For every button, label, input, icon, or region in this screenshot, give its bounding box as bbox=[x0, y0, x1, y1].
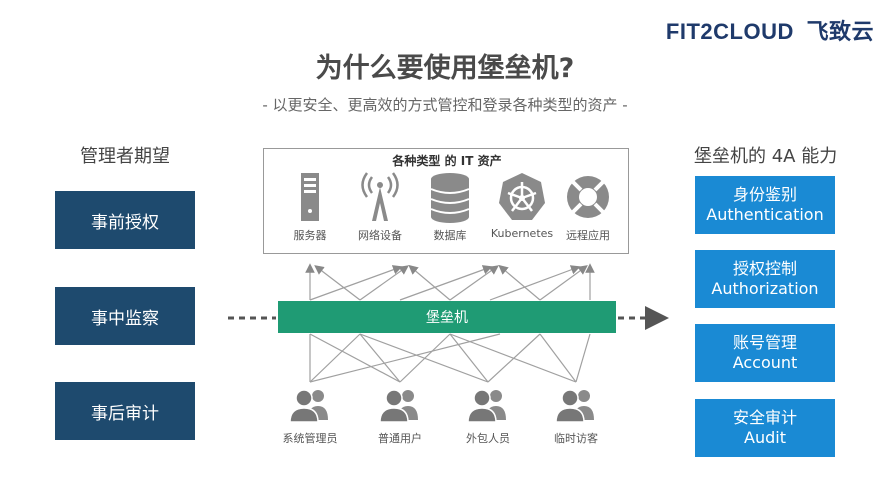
user-label: 临时访客 bbox=[554, 432, 598, 445]
right-box-cn: 安全审计 bbox=[732, 408, 797, 427]
user-label: 普通用户 bbox=[378, 432, 422, 445]
it-assets-title: 各种类型 的 IT 资产 bbox=[392, 154, 502, 168]
left-box-monitoring: 事中监察 bbox=[55, 287, 195, 345]
user-system-admin: 系统管理员 bbox=[274, 386, 346, 446]
user-label: 外包人员 bbox=[466, 432, 510, 445]
asset-server: 服务器 bbox=[274, 171, 346, 251]
user-contractor: 外包人员 bbox=[452, 386, 524, 446]
kubernetes-icon bbox=[499, 173, 545, 220]
user-normal: 普通用户 bbox=[364, 386, 436, 446]
right-box-authentication: 身份鉴别 Authentication bbox=[695, 176, 835, 234]
right-box-audit: 安全审计 Audit bbox=[695, 399, 835, 457]
users-icon bbox=[289, 389, 328, 423]
users-icon bbox=[467, 389, 506, 423]
asset-label: Kubernetes bbox=[490, 227, 554, 240]
right-box-en: Authorization bbox=[711, 279, 819, 298]
brand-logo-cn: 飞致云 bbox=[806, 19, 874, 44]
users-icon bbox=[379, 389, 418, 423]
bastion-host-bar: 堡垒机 bbox=[278, 301, 616, 333]
user-label: 系统管理员 bbox=[282, 432, 338, 445]
asset-database: 数据库 bbox=[414, 171, 486, 251]
asset-label: 数据库 bbox=[433, 229, 467, 242]
user-temporary-visitor: 临时访客 bbox=[540, 386, 612, 446]
page-title: 为什么要使用堡垒机? bbox=[315, 53, 575, 84]
right-box-cn: 身份鉴别 bbox=[732, 185, 797, 204]
asset-label: 远程应用 bbox=[566, 229, 610, 242]
right-box-cn: 账号管理 bbox=[732, 333, 797, 352]
lower-mesh-lines bbox=[309, 333, 591, 383]
right-box-en: Authentication bbox=[706, 205, 824, 224]
network-tower-icon bbox=[361, 172, 399, 221]
lifebuoy-icon bbox=[567, 176, 609, 218]
asset-kubernetes: Kubernetes bbox=[482, 171, 562, 251]
right-box-authorization: 授权控制 Authorization bbox=[695, 250, 835, 308]
right-box-account: 账号管理 Account bbox=[695, 324, 835, 382]
brand-logo: FIT2CLOUD 飞致云 bbox=[666, 14, 874, 46]
brand-logo-text: FIT2CLOUD bbox=[665, 19, 794, 44]
left-box-pre-authorization: 事前授权 bbox=[55, 191, 195, 249]
asset-label: 网络设备 bbox=[358, 229, 402, 242]
upper-mesh-arrows bbox=[305, 263, 595, 301]
right-box-en: Audit bbox=[744, 428, 786, 447]
right-column-title: 堡垒机的 4A 能力 bbox=[694, 146, 838, 167]
left-box-post-audit: 事后审计 bbox=[55, 382, 195, 440]
right-box-cn: 授权控制 bbox=[732, 259, 797, 278]
left-column-title: 管理者期望 bbox=[80, 146, 170, 167]
server-icon bbox=[301, 173, 319, 221]
page-subtitle: - 以更安全、更高效的方式管控和登录各种类型的资产 - bbox=[262, 96, 628, 114]
asset-network-device: 网络设备 bbox=[344, 171, 416, 251]
users-icon bbox=[555, 389, 594, 423]
it-assets-panel: 各种类型 的 IT 资产 服务器 网络设备 bbox=[263, 148, 629, 254]
right-box-en: Account bbox=[732, 353, 798, 372]
asset-label: 服务器 bbox=[293, 229, 327, 242]
asset-remote-app: 远程应用 bbox=[552, 171, 624, 251]
database-icon bbox=[430, 173, 470, 223]
